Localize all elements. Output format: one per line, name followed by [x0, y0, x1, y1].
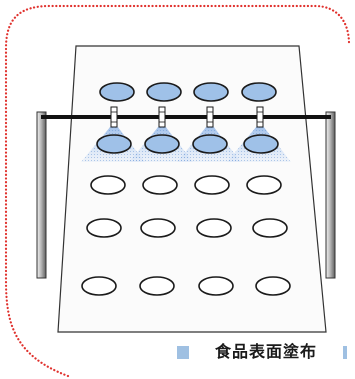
- food-item-uncoated: [196, 218, 232, 238]
- food-item-uncoated: [140, 218, 176, 238]
- nozzle-icon: [256, 106, 264, 128]
- spray-bar: [41, 115, 331, 119]
- food-item-uncoated: [194, 175, 230, 195]
- nozzle-icon: [206, 106, 214, 128]
- food-item-uncoated: [198, 276, 234, 296]
- food-item-coated: [192, 134, 228, 154]
- food-row-uncoated-2: [86, 218, 288, 238]
- nozzle-icon: [110, 106, 118, 128]
- food-row-uncoated-1: [90, 175, 282, 195]
- food-item-uncoated: [255, 276, 291, 296]
- food-item-uncoated: [139, 276, 175, 296]
- food-item-uncoated: [81, 276, 117, 296]
- food-item-coated: [144, 134, 180, 154]
- food-item-coated: [243, 134, 279, 154]
- nozzles: [110, 106, 264, 128]
- food-item-coated: [146, 82, 182, 102]
- caption-label: 食品表面塗布: [189, 340, 343, 364]
- food-item-uncoated: [252, 218, 288, 238]
- food-item-coated: [193, 82, 229, 102]
- food-item-uncoated: [246, 175, 282, 195]
- food-row-coated-1: [99, 82, 277, 102]
- left-post: [36, 111, 47, 279]
- food-item-uncoated: [86, 218, 122, 238]
- food-item-coated: [96, 134, 132, 154]
- food-row-being-coated: [96, 134, 279, 154]
- right-post: [325, 111, 336, 279]
- nozzle-icon: [158, 106, 166, 128]
- dotted-frame: [4, 4, 351, 378]
- food-item-coated: [241, 82, 277, 102]
- food-item-coated: [99, 82, 135, 102]
- food-row-uncoated-3: [81, 276, 291, 296]
- food-item-uncoated: [90, 175, 126, 195]
- food-item-uncoated: [142, 175, 178, 195]
